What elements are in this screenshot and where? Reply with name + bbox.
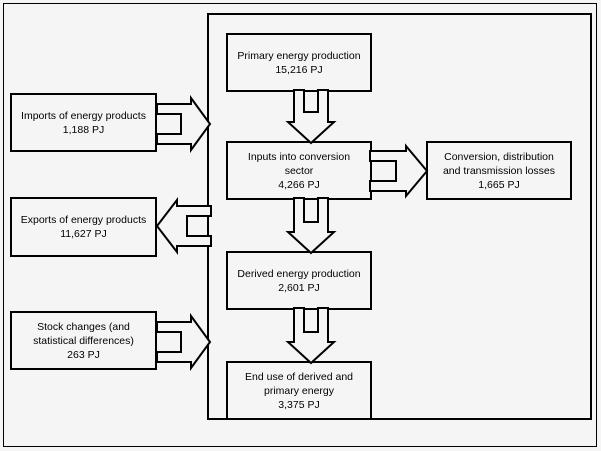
node-value: 1,665 PJ bbox=[478, 178, 520, 191]
arrow-down-icon-inputs-to-derived bbox=[285, 197, 337, 255]
arrow-down-icon-primary-to-inputs bbox=[285, 89, 337, 145]
node-value: 3,375 PJ bbox=[278, 398, 320, 411]
node-label: Derived energy production bbox=[237, 267, 361, 280]
node-exports-of-energy-products: Exports of energy products 11,627 PJ bbox=[10, 197, 157, 257]
node-value: 11,627 PJ bbox=[60, 228, 107, 240]
node-conversion-distribution-transmission-losses: Conversion, distribution and transmissio… bbox=[426, 141, 572, 200]
node-end-use-of-derived-and-primary-energy: End use of derived and primary energy 3,… bbox=[226, 361, 372, 420]
node-value: 4,266 PJ bbox=[278, 178, 320, 191]
arrow-down-icon-derived-to-end-use bbox=[285, 307, 337, 365]
node-value: 15,216 PJ bbox=[275, 63, 323, 76]
node-value: 263 PJ bbox=[67, 348, 100, 361]
arrow-right-icon-inputs-to-losses bbox=[369, 143, 429, 199]
node-inputs-into-conversion-sector: Inputs into conversion sector 4,266 PJ bbox=[226, 141, 372, 200]
arrow-left-icon-system-to-exports bbox=[155, 197, 212, 255]
node-derived-energy-production: Derived energy production 2,601 PJ bbox=[226, 251, 372, 310]
node-label: Primary energy production bbox=[237, 49, 361, 62]
node-stock-changes-statistical-differences: Stock changes (and statistical differenc… bbox=[10, 311, 157, 370]
arrow-right-icon-imports-into-system bbox=[156, 94, 212, 154]
node-label: Conversion, distribution and transmissio… bbox=[442, 150, 556, 177]
node-label: Exports of energy products bbox=[20, 214, 147, 226]
node-label: Stock changes (and statistical differenc… bbox=[33, 320, 134, 347]
outer-boundary-frame bbox=[3, 3, 597, 447]
arrow-right-icon-stock-changes-into-system bbox=[156, 312, 212, 372]
node-label: Inputs into conversion sector bbox=[247, 150, 351, 177]
node-imports-of-energy-products: Imports of energy products 1,188 PJ bbox=[10, 93, 157, 152]
node-label: Imports of energy products bbox=[21, 109, 146, 122]
node-value: 1,188 PJ bbox=[62, 123, 105, 136]
node-label: End use of derived and primary energy bbox=[245, 370, 353, 397]
node-primary-energy-production: Primary energy production 15,216 PJ bbox=[226, 33, 372, 92]
node-value: 2,601 PJ bbox=[278, 281, 320, 294]
